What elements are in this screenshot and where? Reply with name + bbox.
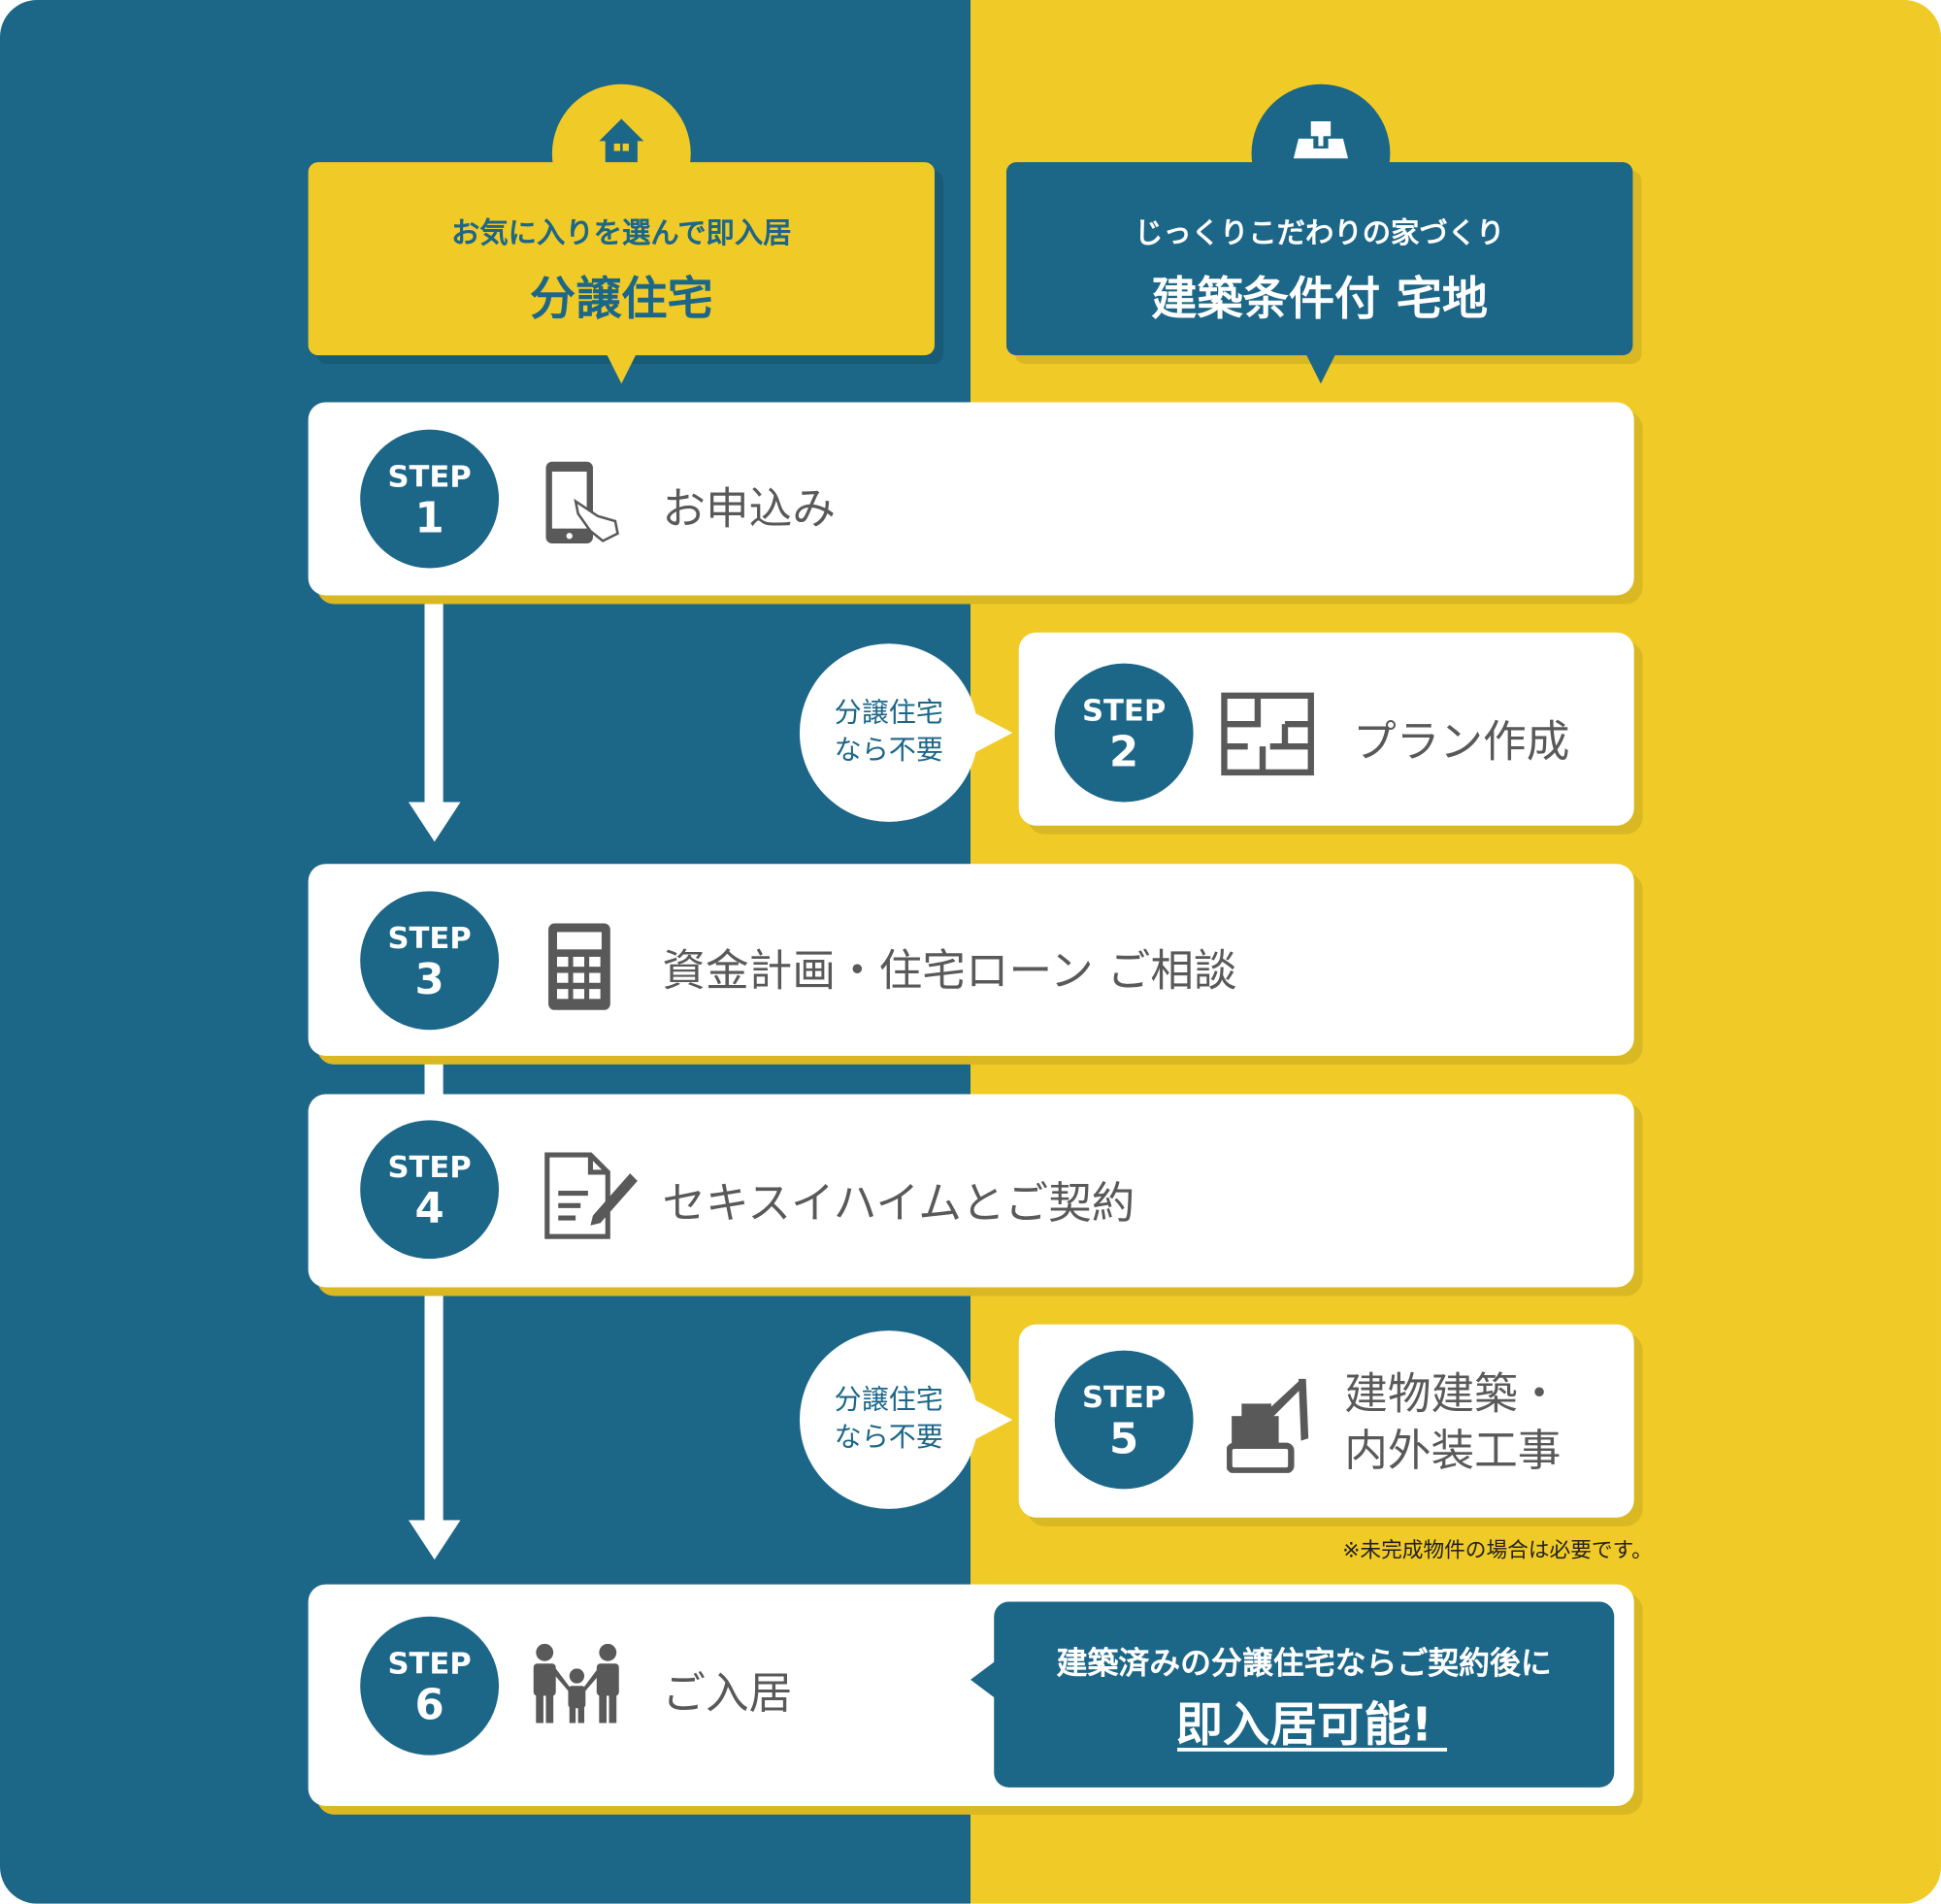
smartphone-tap-icon (545, 461, 619, 543)
family-icon (533, 1643, 619, 1723)
note-text: ※未完成物件の場合は必要です。 (1342, 1538, 1653, 1563)
step-1-label: お申込み (662, 484, 836, 536)
excavator-icon (1227, 1378, 1309, 1473)
step-6-label: ご入居 (662, 1669, 793, 1720)
left-header-subtitle: お気に入りを選んで即入居 (450, 217, 792, 250)
callout-line2: 即入居可能! (1175, 1696, 1432, 1752)
right-header-title: 建築条件付 宅地 (1151, 272, 1489, 326)
flow-arrowhead (408, 802, 461, 842)
left-header-title: 分譲住宅 (529, 272, 713, 326)
step-2-label: プラン作成 (1353, 717, 1570, 768)
floor-plan-icon (1221, 692, 1314, 776)
callout-underline (1177, 1748, 1448, 1752)
step-4-label: セキスイハイムとご契約 (662, 1179, 1135, 1230)
left-header-card: お気に入りを選んで即入居 分譲住宅 (308, 162, 936, 356)
contract-pen-icon (544, 1152, 638, 1239)
flow-arrow-line (424, 1283, 444, 1526)
calculator-icon (548, 923, 610, 1010)
skip-bubble: 分譲住宅なら不要 (799, 1330, 978, 1509)
flow-connector (424, 1052, 444, 1100)
step-3-label: 資金計画・住宅ローン ご相談 (662, 946, 1237, 997)
callout-box: 建築済みの分譲住宅ならご契約後に 即入居可能! (994, 1601, 1615, 1788)
skip-bubble-pointer (965, 707, 1013, 758)
skip-bubble: 分譲住宅なら不要 (799, 643, 978, 822)
step-5-label: 建物建築・内外装工事 (1344, 1369, 1562, 1477)
right-header-subtitle: じっくりこだわりの家づくり (1134, 217, 1505, 250)
skip-bubble-pointer (965, 1395, 1013, 1445)
land-lot-icon (1293, 120, 1349, 159)
right-header-card: じっくりこだわりの家づくり 建築条件付 宅地 (1005, 162, 1633, 356)
flow-arrow-line (424, 591, 444, 808)
left-header-pointer (606, 353, 637, 384)
house-icon (599, 118, 644, 164)
right-header-pointer (1305, 353, 1336, 384)
flow-arrowhead (408, 1520, 461, 1560)
callout-pointer (970, 1660, 996, 1698)
callout-line1: 建築済みの分譲住宅ならご契約後に (1056, 1645, 1552, 1682)
